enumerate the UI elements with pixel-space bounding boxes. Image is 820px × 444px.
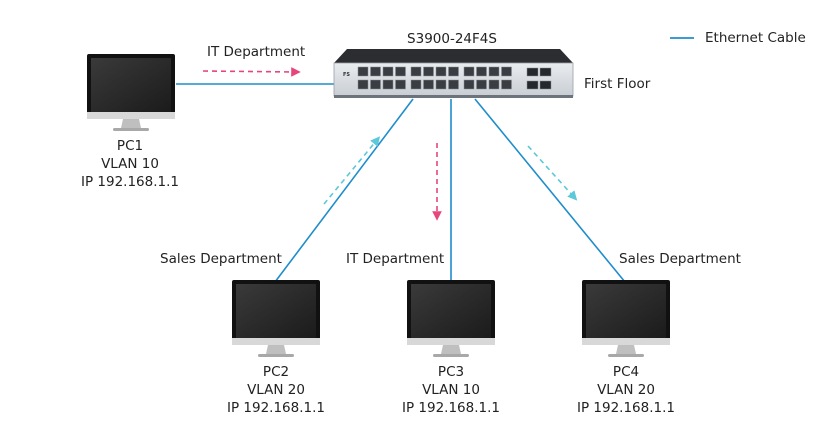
- switch-port: [423, 66, 434, 77]
- switch-port: [501, 66, 512, 77]
- switch-port: [463, 66, 475, 77]
- flow-arrow-sales-pc2: [323, 136, 381, 205]
- switch-port: [370, 79, 381, 90]
- switch-port: [410, 66, 422, 77]
- switch-port: [410, 79, 422, 90]
- flow-arrow-it-pc1: [202, 67, 301, 77]
- pc2-node: PC2 VLAN 20 IP 192.168.1.1: [227, 280, 325, 416]
- pc4-vlan: VLAN 20: [597, 382, 655, 398]
- switch-port: [501, 79, 512, 90]
- flow-label-pc1: IT Department: [207, 44, 305, 60]
- pc4-ip: IP 192.168.1.1: [577, 400, 675, 416]
- flow-label-pc4: Sales Department: [619, 251, 741, 267]
- cable-pc4-switch: [474, 98, 626, 283]
- cable-pc2-switch: [274, 98, 414, 283]
- flow-label-pc3: IT Department: [346, 251, 444, 267]
- switch-sfp-port: [526, 80, 539, 90]
- pc4-node: PC4 VLAN 20 IP 192.168.1.1: [577, 280, 675, 416]
- switch-port: [476, 66, 487, 77]
- pc3-ip: IP 192.168.1.1: [402, 400, 500, 416]
- pc1-name: PC1: [117, 138, 143, 154]
- pc4-name: PC4: [613, 364, 639, 380]
- pc3-name: PC3: [438, 364, 464, 380]
- switch-location-label: First Floor: [584, 76, 651, 92]
- flow-label-pc2: Sales Department: [160, 251, 282, 267]
- pc1-vlan: VLAN 10: [101, 156, 159, 172]
- switch-sfp-port: [539, 67, 552, 77]
- pc1-node: PC1 VLAN 10 IP 192.168.1.1: [81, 54, 179, 190]
- pc3-monitor-icon: [407, 280, 495, 357]
- pc3-node: PC3 VLAN 10 IP 192.168.1.1: [402, 280, 500, 416]
- switch-port: [463, 79, 475, 90]
- switch-model-label: S3900-24F4S: [407, 31, 497, 47]
- switch-port: [357, 79, 369, 90]
- pc2-ip: IP 192.168.1.1: [227, 400, 325, 416]
- switch-port: [476, 79, 487, 90]
- switch-port: [488, 79, 500, 90]
- switch-port: [435, 66, 447, 77]
- switch-port: [395, 79, 406, 90]
- switch-port: [370, 66, 381, 77]
- pc2-vlan: VLAN 20: [247, 382, 305, 398]
- pc4-monitor-icon: [582, 280, 670, 357]
- switch-port: [395, 66, 406, 77]
- flow-arrow-sales-pc4: [527, 145, 578, 201]
- pc1-ip: IP 192.168.1.1: [81, 174, 179, 190]
- pc1-monitor-icon: [87, 54, 175, 131]
- pc3-vlan: VLAN 10: [422, 382, 480, 398]
- switch-port: [382, 79, 394, 90]
- legend-cable-label: Ethernet Cable: [705, 30, 806, 46]
- switch-sfp-port: [526, 67, 539, 77]
- switch-port: [448, 66, 459, 77]
- switch-brand-logo: FS: [343, 72, 350, 78]
- switch-port: [382, 66, 394, 77]
- legend: Ethernet Cable: [670, 30, 806, 46]
- switch-port: [435, 79, 447, 90]
- switch-device: FS: [333, 49, 574, 98]
- switch-port: [488, 66, 500, 77]
- pc2-name: PC2: [263, 364, 289, 380]
- switch-sfp-block: [526, 67, 552, 90]
- switch-port: [448, 79, 459, 90]
- switch-sfp-port: [539, 80, 552, 90]
- pc2-monitor-icon: [232, 280, 320, 357]
- switch-port-block: [357, 66, 512, 90]
- switch-port: [357, 66, 369, 77]
- switch-port: [423, 79, 434, 90]
